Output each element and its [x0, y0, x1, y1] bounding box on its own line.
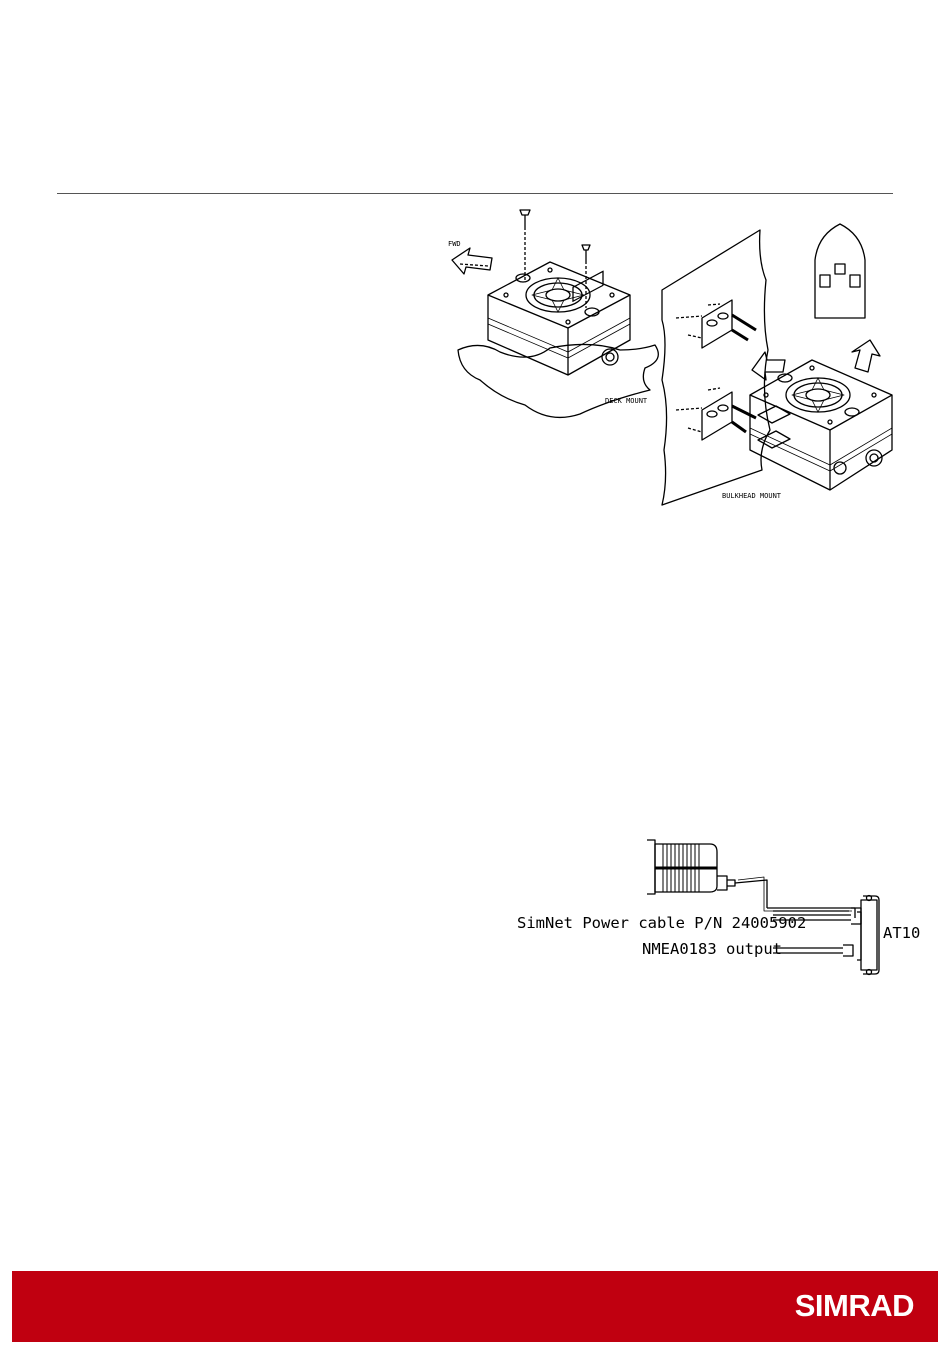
sensor-unit — [647, 840, 767, 908]
footer-bar: SIMRAD — [12, 1271, 938, 1342]
deck-compass-unit — [488, 262, 630, 375]
bulkhead-compass-unit — [750, 360, 892, 490]
deck-mount-label: DECK MOUNT — [605, 397, 648, 405]
screw-icon — [520, 210, 530, 280]
bow-arrow-icon — [852, 340, 880, 372]
deck-surface — [458, 344, 658, 417]
header-rule — [57, 193, 893, 194]
brand-logo: SIMRAD — [795, 1288, 914, 1324]
mounting-diagram: FWD DECK MOUNT BULKHEAD MOUNT — [440, 200, 920, 520]
boat-icon — [815, 224, 865, 318]
power-cable-label: SimNet Power cable P/N 24005902 — [517, 914, 806, 932]
fwd-arrow-icon — [452, 248, 492, 274]
bulkhead-bracket-upper — [676, 300, 756, 348]
at10-label: AT10 — [883, 924, 920, 942]
bulkhead-bracket-lower — [676, 388, 756, 440]
nmea-output-label: NMEA0183 output — [642, 940, 782, 958]
connector-icon — [717, 876, 727, 890]
wiring-diagram: SimNet Power cable P/N 24005902 NMEA0183… — [505, 832, 925, 982]
bulkhead-mount-label: BULKHEAD MOUNT — [722, 492, 782, 500]
fwd-label: FWD — [448, 240, 461, 248]
at10-terminal-box — [857, 896, 879, 975]
